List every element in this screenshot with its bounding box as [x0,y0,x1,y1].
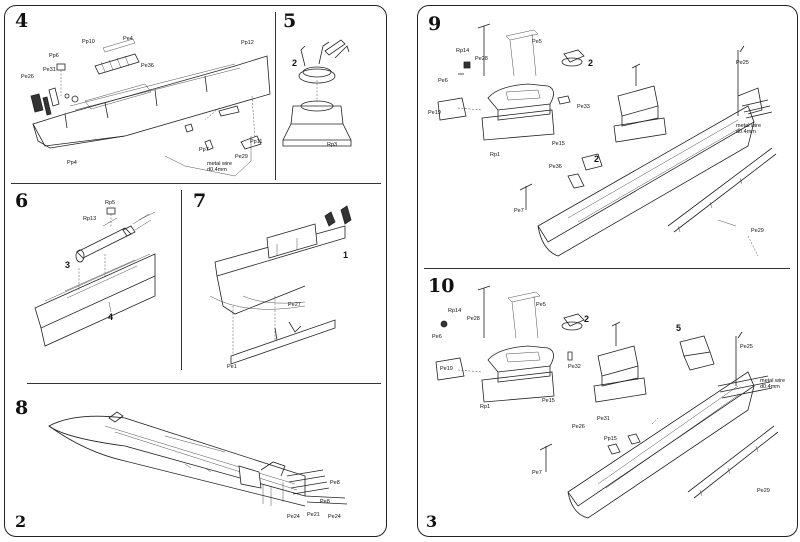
step-5-turret-drawing [282,39,352,147]
label-pe25-s9: Pe25 [736,60,749,66]
label-pe19-s9: Pe19 [428,110,441,116]
label-rp1-s10: Rp1 [480,404,491,410]
divider-vertical-mid [181,190,182,370]
label-pp12: Pp12 [241,40,254,46]
page-number-right: 3 [426,512,438,531]
callout-2-s9-a: 2 [588,58,594,68]
label-rp1-s9: Rp1 [490,152,501,158]
label-pe26: Pe26 [21,74,34,80]
divider-vertical-top [275,12,276,180]
label-metal-wire-s10: metal wire d0.4mm [760,378,786,390]
label-metal-wire-s9: metal wire d0.4mm [736,123,762,135]
callout-5-s10: 5 [676,323,682,333]
label-rp3: Rp3 [327,142,338,148]
label-pe29: Pe29 [235,154,248,160]
label-pe25-s10: Pe25 [740,344,753,350]
label-pe5-s9: Pe5 [532,39,542,45]
label-pe8-a: Pe8 [330,480,340,486]
label-pe28-s10: Pe28 [467,316,480,322]
label-pe31: Pe31 [43,67,56,73]
callout-2-s9-b: 2 [594,154,600,164]
step-number-8: 8 [15,397,29,419]
label-pe15-s9: Pe15 [552,141,565,147]
label-pe26-s10: Pe26 [572,424,585,430]
step-number-10: 10 [428,275,455,297]
label-pe15-s10: Pe15 [542,398,555,404]
label-pe7-s9: Pe7 [514,208,524,214]
label-pp15-s10: Pp15 [604,436,617,442]
label-pe29-s9: Pe29 [751,228,764,234]
label-pp10: Pp10 [82,39,95,45]
label-pe19-s10: Pe19 [440,366,453,372]
label-pe6-s9: Pe6 [438,78,448,84]
label-pe1: Pe1 [227,364,237,370]
label-pe4: Pe4 [123,36,133,42]
step-number-6: 6 [15,190,29,212]
callout-1-step7: 1 [343,250,349,260]
callout-3-step6: 3 [65,260,71,270]
step-9-assembly-drawing [437,23,777,257]
label-pe28-s9: Pe28 [475,56,488,62]
label-rp5: Rp5 [105,200,116,206]
label-pe7-s10: Pe7 [532,470,542,476]
label-pp4: Pp4 [67,160,77,166]
label-pe33-s9: Pe33 [577,104,590,110]
label-rp14-s10: Rp14 [448,308,462,314]
step-7-hull-drawing [209,205,352,365]
page-number-left: 2 [15,512,27,531]
label-metal-wire: metal wire d0.4mm [207,161,233,173]
instruction-page-right: 9 10 3 [417,5,798,537]
label-pe8-b: Pe8 [320,499,330,505]
label-rp13: Rp13 [83,216,97,222]
divider-horizontal-2 [27,383,381,384]
divider-horizontal-1 [11,183,381,184]
label-pe27: Pe27 [288,302,301,308]
callout-4-step6: 4 [108,312,114,322]
step-number-4: 4 [15,10,29,32]
label-pe24-b: Pe24 [328,514,341,520]
label-pe6-s10: Pe6 [432,334,442,340]
label-pe5-s10: Pe5 [536,302,546,308]
step-6-hull-drawing [34,207,156,347]
label-pe21: Pe21 [307,512,320,518]
step-10-assembly-drawing [435,285,779,519]
label-pe36-s9: Pe36 [549,164,562,170]
label-pe32-s10: Pe32 [568,364,581,370]
label-pp11: Pp11 [250,139,263,145]
label-pe29-s10: Pe29 [757,488,770,494]
callout-2-s10: 2 [584,314,590,324]
label-pe36: Pe36 [141,63,154,69]
step-number-9: 9 [428,13,442,35]
step-4-hull-drawing [30,38,271,177]
label-pe24-a: Pe24 [287,514,300,520]
label-rp14-s9: Rp14 [456,48,470,54]
label-pp7: Pp7 [199,147,209,153]
step-8-hull-drawing [48,411,348,507]
label-pp6: Pp6 [49,53,59,59]
step-number-7: 7 [193,190,207,212]
callout-2-step5: 2 [292,58,298,68]
instruction-page-left: 4 5 6 7 8 2 Pp12 Pp10 Pe4 Pe36 Pp6 Pe31 … [4,5,387,537]
divider-horizontal-right [424,268,790,269]
label-pe31-s10: Pe31 [597,416,610,422]
step-number-5: 5 [283,10,297,32]
